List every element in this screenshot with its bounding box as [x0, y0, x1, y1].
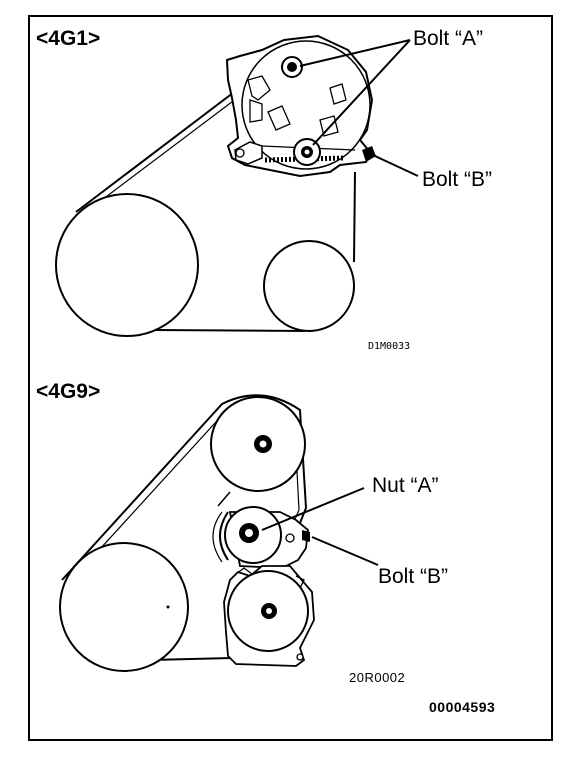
section-4g9-header: <4G9> [36, 380, 100, 403]
water-pump-pulley-4g1 [263, 240, 355, 332]
section-4g1-header: <4G1> [36, 27, 100, 50]
crankshaft-pulley-4g1 [55, 193, 199, 337]
figure-code-4g1: D1M0033 [368, 341, 410, 352]
bolt-b-label-4g9: Bolt “B” [378, 565, 448, 588]
figure-code-4g9: 20R0002 [349, 670, 405, 685]
tensioner-4g9 [224, 506, 310, 569]
alternator-4g1 [225, 34, 376, 178]
section-4g9: <4G9> [36, 380, 448, 685]
section-4g1: <4G1> [36, 27, 492, 352]
drive-belt-4g1 [75, 79, 356, 332]
bolt-a-label-4g1: Bolt “A” [413, 27, 483, 50]
document-number: 00004593 [429, 699, 495, 715]
upper-pulley-4g9 [210, 396, 306, 492]
bolt-b-label-4g1: Bolt “B” [422, 168, 492, 191]
crankshaft-pulley-4g9 [59, 542, 189, 672]
nut-a-label-4g9: Nut “A” [372, 474, 439, 497]
figure-frame [28, 15, 553, 741]
alternator-4g9 [223, 565, 315, 667]
leader-lines-4g9 [261, 487, 379, 566]
leader-lines-4g1 [299, 39, 419, 177]
